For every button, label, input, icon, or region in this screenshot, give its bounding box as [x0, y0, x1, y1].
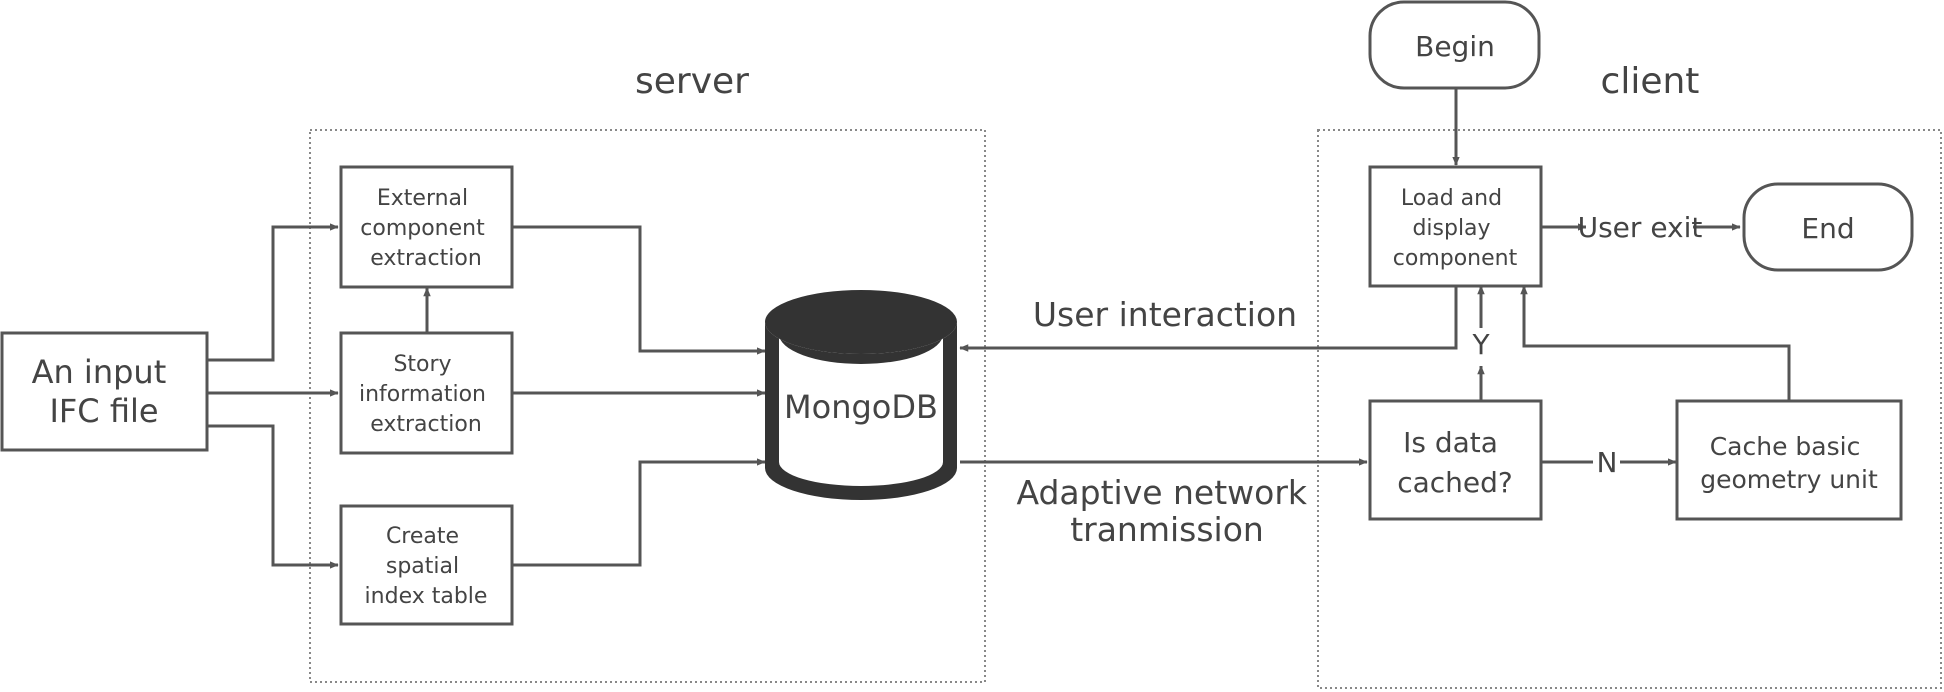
begin-label: Begin	[1415, 30, 1495, 63]
load-display-label: Load and display component	[1393, 186, 1518, 271]
user-exit-label-bg	[1586, 208, 1693, 246]
edge-input-to-spatial	[207, 424, 339, 569]
external-extraction-label: External component extraction	[360, 186, 491, 271]
story-extraction-node	[339, 331, 514, 455]
load-display-node	[1368, 165, 1543, 288]
mongodb-database-icon	[765, 290, 957, 500]
end-node	[1742, 182, 1914, 272]
server-region	[309, 129, 986, 683]
spatial-index-node	[339, 504, 514, 626]
end-label: End	[1801, 212, 1854, 245]
spatial-index-label: Create spatial index table	[365, 524, 488, 609]
external-extraction-node	[339, 165, 514, 289]
cache-unit-label: Cache basic geometry unit	[1700, 432, 1878, 494]
client-region-label: client	[1601, 61, 1700, 102]
input-file-node	[0, 331, 209, 452]
user-interaction-label: User interaction	[1033, 295, 1297, 334]
edge-cache-to-load	[1520, 285, 1791, 400]
no-label: N	[1597, 446, 1618, 479]
is-cached-label: Is data cached?	[1397, 426, 1513, 499]
yes-label-bg	[1468, 328, 1494, 366]
edge-input-to-external	[207, 223, 339, 362]
edge-external-to-mongodb	[512, 225, 766, 355]
edge-user-interaction	[959, 286, 1458, 352]
story-extraction-label: Story information extraction	[359, 352, 493, 437]
adaptive-transmission-label: Adaptive network tranmission	[1016, 473, 1317, 549]
user-exit-label: User exit	[1578, 211, 1703, 244]
cache-unit-node	[1675, 399, 1903, 521]
mongodb-label: MongoDB	[784, 388, 938, 426]
is-cached-node	[1368, 399, 1543, 521]
begin-node	[1368, 0, 1541, 90]
edge-spatial-to-mongodb	[512, 458, 766, 567]
client-region	[1317, 129, 1942, 689]
yes-label: Y	[1471, 328, 1490, 361]
server-region-label: server	[635, 61, 749, 102]
input-file-label: An input IFC file	[32, 353, 177, 430]
